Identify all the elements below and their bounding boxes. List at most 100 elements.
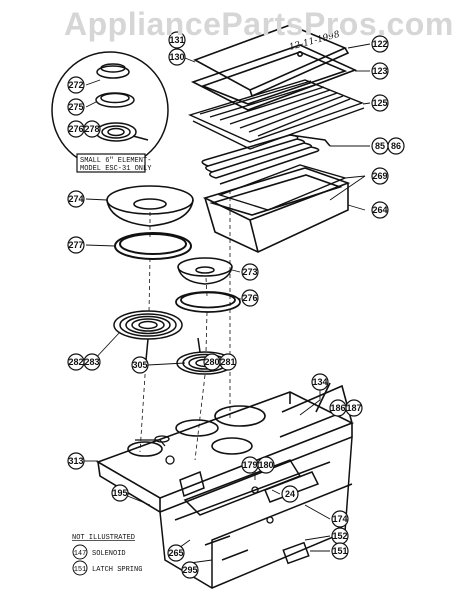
- watermark-text: AppliancePartsPros.com: [64, 6, 454, 42]
- callout-circle: [371, 167, 389, 185]
- callout-277: 277: [67, 236, 85, 254]
- callout-282: 282: [67, 353, 85, 371]
- callout-313: 313: [67, 452, 85, 470]
- callout-131: 131: [168, 31, 186, 49]
- callout-number: 152: [332, 531, 347, 541]
- callout-265: 265: [167, 544, 185, 562]
- callout-number: 305: [132, 360, 147, 370]
- broiler-pan: [202, 167, 351, 253]
- callout-number: 179: [242, 460, 257, 470]
- callout-number: 265: [168, 548, 183, 558]
- callout-123: 123: [371, 62, 389, 80]
- callout-number: 277: [68, 240, 83, 250]
- callout-number: 278: [84, 124, 99, 134]
- solenoid-label: SOLENOID: [92, 550, 126, 558]
- cooktop-body: [96, 382, 354, 513]
- callout-130: 130: [168, 48, 186, 66]
- callout-number: 174: [332, 514, 347, 524]
- callout-272: 272: [67, 76, 85, 94]
- callout-305: 305: [131, 356, 149, 374]
- inset-note-line2: MODEL ESC-31 ONLY: [80, 165, 152, 173]
- callout-circle: [281, 485, 299, 503]
- callout-174: 174: [331, 510, 349, 528]
- callout-276: 276: [241, 289, 259, 307]
- latch-spring-label: LATCH SPRING: [92, 566, 142, 574]
- callout-281: 281: [219, 353, 237, 371]
- callout-circle: [167, 544, 185, 562]
- callout-circle: [219, 353, 237, 371]
- callout-179: 179: [241, 456, 259, 474]
- callout-number: 313: [68, 456, 83, 466]
- callout-circle: [345, 399, 363, 417]
- callout-circle: [67, 452, 85, 470]
- callout-circle: [168, 31, 186, 49]
- callout-circle: [67, 190, 85, 208]
- surface-element-large: [113, 310, 183, 361]
- callout-125: 125: [371, 94, 389, 112]
- callout-circle: [168, 48, 186, 66]
- callout-number: 283: [84, 357, 99, 367]
- callout-circle: [111, 484, 129, 502]
- callout-circle: [67, 236, 85, 254]
- callout-273: 273: [241, 263, 259, 281]
- callout-circle: [181, 561, 199, 579]
- callout-number: 273: [242, 267, 257, 277]
- callout-number: 187: [346, 403, 361, 413]
- callout-number: 295: [182, 565, 197, 575]
- callout-circle: [331, 542, 349, 560]
- callout-195: 195: [111, 484, 129, 502]
- callout-circle: [131, 356, 149, 374]
- inset-note-line1: SMALL 6" ELEMENT-: [80, 157, 151, 165]
- callout-187: 187: [345, 399, 363, 417]
- callout-number: 134: [312, 377, 327, 387]
- callout-number: 151: [332, 546, 347, 556]
- callout-number: 276: [68, 124, 83, 134]
- callout-295: 295: [181, 561, 199, 579]
- callout-circle: [83, 353, 101, 371]
- callout-283: 283: [83, 353, 101, 371]
- callout-186: 186: [329, 399, 347, 417]
- not-illustrated-legend: NOT ILLUSTRATED 147 SOLENOID 151 LATCH S…: [72, 534, 142, 576]
- drip-pan-small: [177, 257, 233, 285]
- callout-276: 276: [67, 120, 85, 138]
- callout-circle: [371, 62, 389, 80]
- callout-152: 152: [331, 527, 349, 545]
- callout-number: 275: [68, 102, 83, 112]
- latch-spring-number: 151: [74, 566, 87, 574]
- callout-number: 281: [220, 357, 235, 367]
- callout-circle: [311, 373, 329, 391]
- callout-number: 86: [391, 141, 401, 151]
- broiler-grid: [188, 79, 365, 150]
- callout-number: 85: [375, 141, 385, 151]
- control-panel-body: [159, 436, 353, 589]
- callout-134: 134: [311, 373, 329, 391]
- callout-circle: [67, 98, 85, 116]
- callout-circle: [387, 137, 405, 155]
- callout-circle: [331, 510, 349, 528]
- inset-note-box: [76, 153, 146, 173]
- callout-circle: [241, 263, 259, 281]
- callout-number: 123: [372, 66, 387, 76]
- callout-number: 130: [169, 52, 184, 62]
- broil-element: [201, 134, 331, 185]
- callout-264: 264: [371, 201, 389, 219]
- solenoid-number: 147: [74, 550, 87, 558]
- callout-number: 180: [258, 460, 273, 470]
- callout-number: 122: [372, 39, 387, 49]
- trim-ring-small: [175, 291, 241, 313]
- callout-circle: [371, 201, 389, 219]
- assembly-centerlines: [139, 190, 231, 461]
- callout-number: 131: [169, 35, 184, 45]
- small-parts: [135, 435, 274, 524]
- callout-circle: [83, 120, 101, 138]
- callout-circle: [371, 94, 389, 112]
- callout-number: 276: [242, 293, 257, 303]
- callout-number: 195: [112, 488, 127, 498]
- callout-275: 275: [67, 98, 85, 116]
- callout-122: 122: [371, 35, 389, 53]
- callout-86: 86: [387, 137, 405, 155]
- callout-number: 282: [68, 357, 83, 367]
- callout-circle: [241, 289, 259, 307]
